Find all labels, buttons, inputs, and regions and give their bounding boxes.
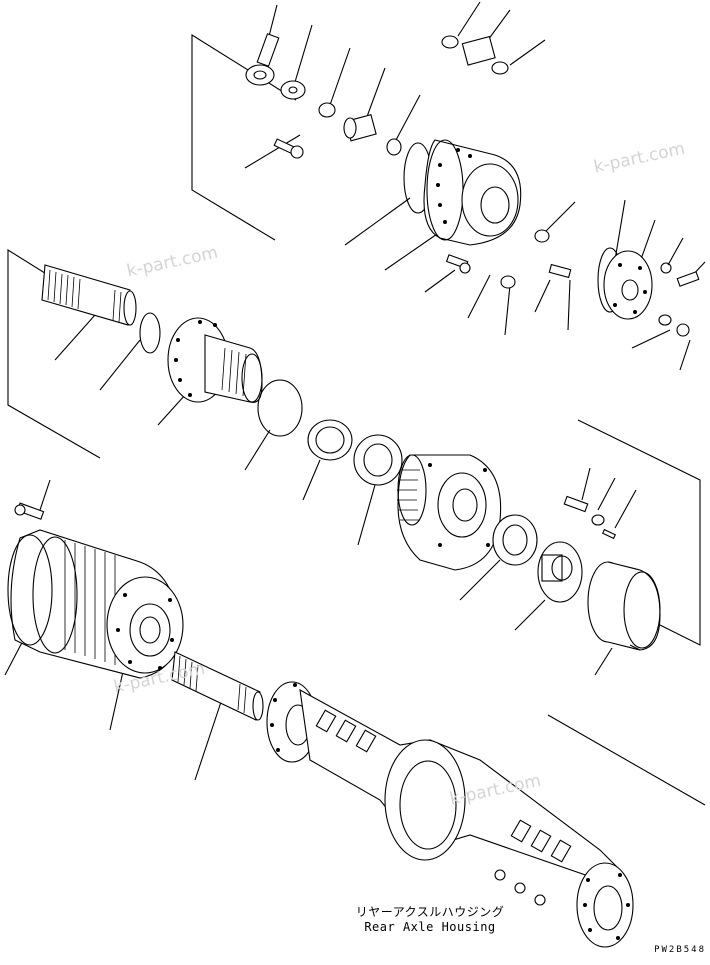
- axle-housing-part: [266, 681, 634, 948]
- middle-parts-group: [41, 264, 661, 676]
- top-parts-group: [244, 1, 706, 371]
- group-bracket-bottom: [547, 714, 706, 806]
- group-bracket-top: [191, 34, 297, 241]
- group-bracket-right: [577, 419, 701, 646]
- lower-left-parts-group: [4, 479, 264, 781]
- diagram-caption-english: Rear Axle Housing: [364, 920, 496, 934]
- diagram-caption-japanese: リヤーアクスルハウジング: [355, 905, 505, 919]
- figure-code: PW2B548: [654, 945, 706, 955]
